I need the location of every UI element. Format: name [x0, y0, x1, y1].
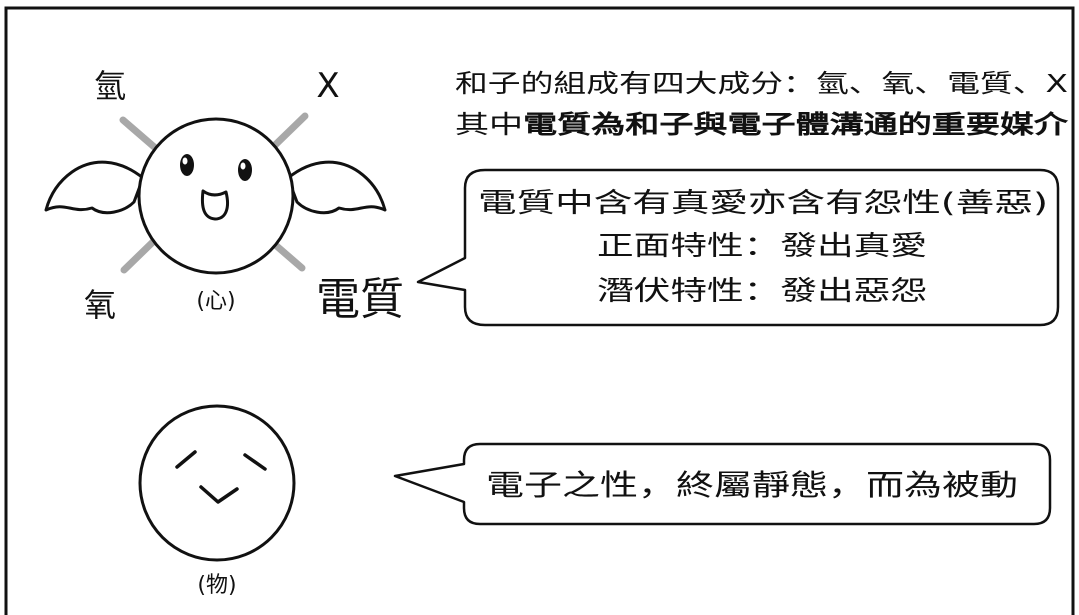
ray-top-left: [119, 116, 164, 156]
outer-frame: [4, 6, 1075, 615]
matter-caption: (物): [197, 573, 236, 598]
right-eye: [238, 159, 252, 181]
bubble-top-line-1: 電質中含有真愛亦含有怨性(善惡): [478, 188, 1048, 219]
bubble-bottom-text: 電子之性，終屬靜態，而為被動: [486, 468, 1018, 502]
label-hydrogen: 氫: [94, 67, 126, 105]
heart-caption: (心): [196, 289, 235, 314]
bubble-top-line-2: 正面特性：發出真愛: [597, 231, 927, 262]
label-oxygen: 氧: [84, 286, 116, 324]
speech-bubble-top: [416, 168, 1060, 327]
intro-line-2-prefix: 其中: [455, 110, 523, 139]
matter-face: [138, 404, 296, 562]
matter-mouth: [199, 485, 239, 504]
label-electric-quality: 電質: [316, 274, 404, 325]
ray-top-right: [268, 112, 309, 152]
left-eye: [180, 154, 194, 176]
heart-rays: [119, 112, 309, 274]
matter-left-brow: [175, 450, 197, 469]
ray-bottom-left: [120, 234, 161, 274]
speech-bubble-bottom: [393, 442, 1052, 526]
bubble-top-line-3: 潛伏特性：發出惡怨: [597, 276, 927, 307]
left-wing: [44, 160, 145, 215]
intro-line-2: 其中電質為和子與電子體溝通的重要媒介: [455, 110, 1069, 139]
heart-face: [137, 117, 295, 275]
right-wing: [286, 160, 387, 215]
label-x: X: [316, 66, 339, 106]
intro-line-1: 和子的組成有四大成分：氫、氧、電質、X: [455, 69, 1068, 98]
intro-line-2-emphasis: 電質為和子與電子體溝通的重要媒介: [523, 110, 1069, 139]
mouth: [200, 189, 230, 221]
matter-right-brow: [243, 453, 267, 471]
ray-bottom-right: [268, 238, 306, 272]
